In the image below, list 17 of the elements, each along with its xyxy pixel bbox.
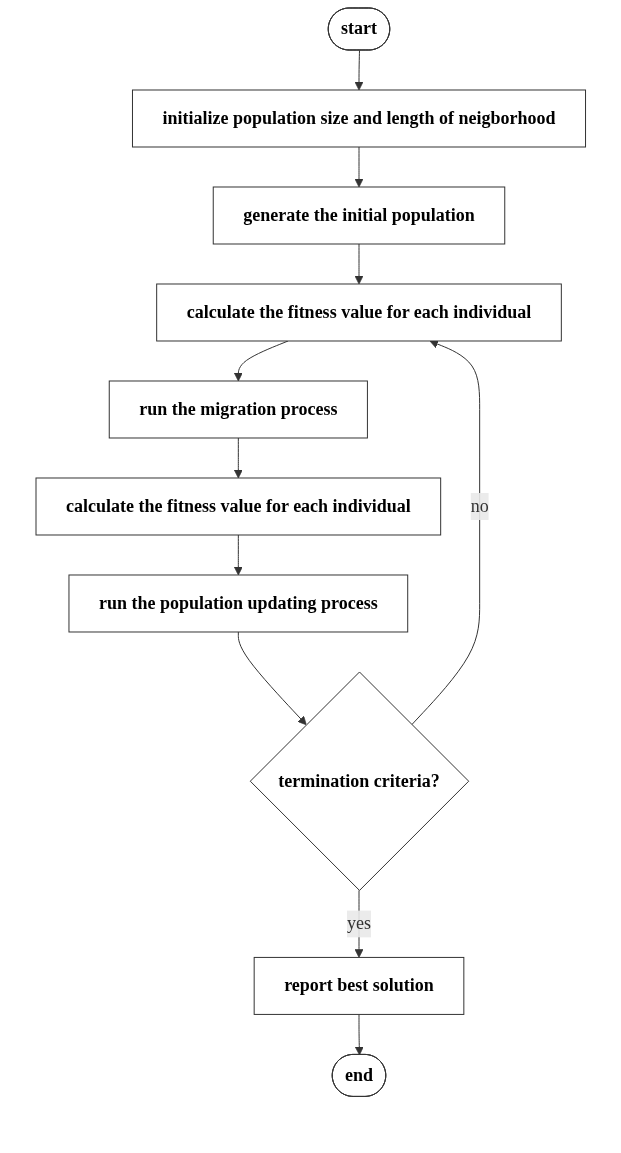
arrow (354, 1013, 364, 1056)
edge-label: yes (346, 913, 371, 934)
arrow (354, 50, 364, 91)
node-box: run the population updating process (68, 574, 408, 633)
arrow (237, 631, 307, 726)
arrow (233, 534, 243, 576)
edge-label: no (470, 495, 489, 516)
arrow (233, 437, 243, 479)
node-box: calculate the fitness value for each individual (35, 477, 441, 536)
node-box: initialize population size and length of neigborhood (131, 89, 586, 148)
node-box: generate the initial population (212, 186, 505, 245)
arrow (354, 243, 364, 285)
node-box: run the migration process (108, 380, 368, 439)
node-diamond: termination criteria? (249, 671, 469, 891)
node-box: report best solution (253, 956, 465, 1015)
node-box: calculate the fitness value for each individual (155, 283, 562, 342)
arrow (354, 146, 364, 188)
